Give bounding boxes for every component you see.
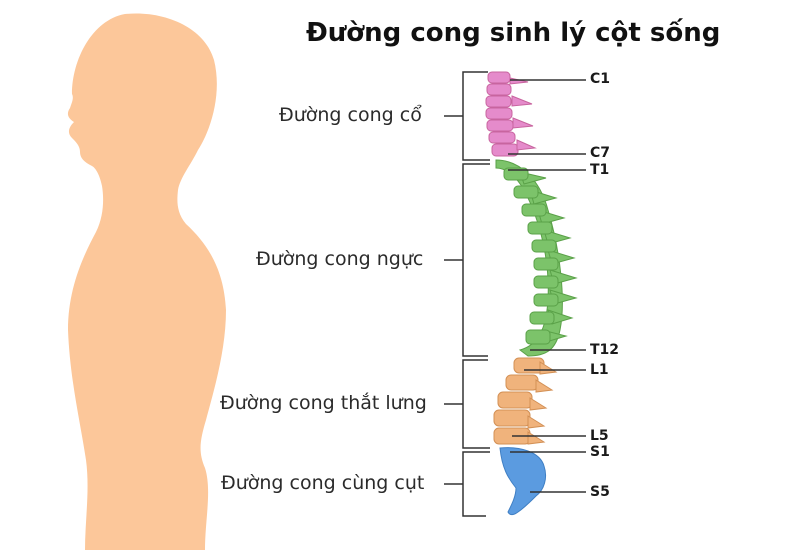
label-c7: C7 (590, 145, 611, 161)
label-t1: T1 (590, 162, 610, 178)
thoracic-vertebrae (495, 159, 578, 357)
label-t12: T12 (590, 342, 620, 358)
label-l5: L5 (590, 428, 609, 444)
region-brackets (444, 71, 490, 517)
label-s5: S5 (590, 484, 610, 500)
bracket-sacral (462, 451, 490, 517)
lumbar-vertebrae (493, 357, 558, 445)
label-thoracic-curve: Đường cong ngực (256, 248, 424, 270)
label-cervical-curve: Đường cong cổ (279, 104, 422, 126)
label-l1: L1 (590, 362, 609, 378)
human-silhouette (67, 13, 226, 550)
label-c1: C1 (590, 71, 611, 87)
sacral-vertebrae (499, 447, 547, 516)
label-sacral-curve: Đường cong cùng cụt (221, 472, 425, 494)
spine-column (485, 71, 578, 516)
label-s1: S1 (590, 444, 610, 460)
label-lumbar-curve: Đường cong thắt lưng (220, 392, 427, 414)
bracket-lumbar (462, 359, 490, 449)
diagram-title: Đường cong sinh lý cột sống (306, 18, 721, 48)
cervical-vertebrae (485, 71, 537, 157)
vertebra-leaders (508, 79, 586, 493)
bracket-thoracic (462, 163, 490, 357)
